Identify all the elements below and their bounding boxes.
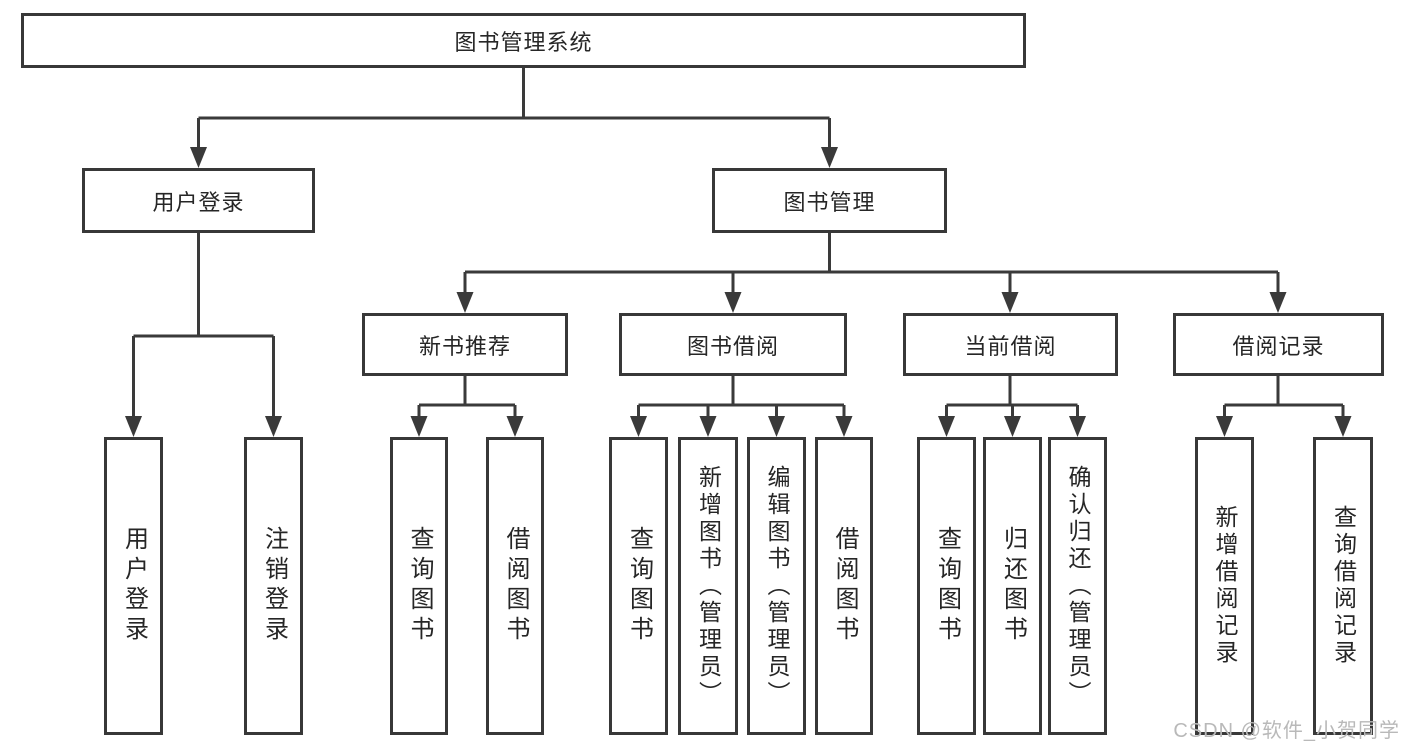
node-current-borrow: 当前借阅 (903, 313, 1118, 376)
node-new-book-recommend: 新书推荐 (362, 313, 568, 376)
node-borrow-record: 借阅记录 (1173, 313, 1384, 376)
leaf-logout: 注销登录 (244, 437, 303, 735)
leaf-edit-book-admin: 编辑图书（管理员） (747, 437, 806, 735)
leaf-return-book: 归还图书 (983, 437, 1042, 735)
node-user-login: 用户登录 (82, 168, 315, 233)
csdn-watermark: CSDN @软件_小贺同学 (1173, 720, 1400, 742)
connector-currentborrow-to-leaves (945, 376, 1079, 419)
connector-userlogin-to-leaves (132, 233, 275, 418)
leaf-add-book-admin: 新增图书（管理员） (678, 437, 738, 735)
connector-newbookrec-to-leaves (417, 376, 517, 419)
connector-root-to-level2 (197, 68, 831, 150)
leaf-borrow-book: 借阅图书 (815, 437, 873, 735)
leaf-query-book-current: 查询图书 (917, 437, 976, 735)
leaf-query-book-borrow: 查询图书 (609, 437, 668, 735)
arrowheads (125, 147, 1352, 437)
node-root-system: 图书管理系统 (21, 13, 1026, 68)
leaf-add-borrow-record: 新增借阅记录 (1195, 437, 1254, 735)
leaf-query-borrow-record: 查询借阅记录 (1313, 437, 1373, 735)
leaf-user-login: 用户登录 (104, 437, 163, 735)
leaf-confirm-return-admin: 确认归还（管理员） (1048, 437, 1107, 735)
node-book-management: 图书管理 (712, 168, 947, 233)
connector-bookborrow-to-leaves (637, 376, 846, 419)
node-book-borrow: 图书借阅 (619, 313, 847, 376)
connector-borrowrecord-to-leaves (1223, 376, 1345, 419)
connector-bookmgmt-to-level3 (463, 233, 1280, 295)
leaf-borrow-book-recommend: 借阅图书 (486, 437, 544, 735)
leaf-query-book-recommend: 查询图书 (390, 437, 448, 735)
